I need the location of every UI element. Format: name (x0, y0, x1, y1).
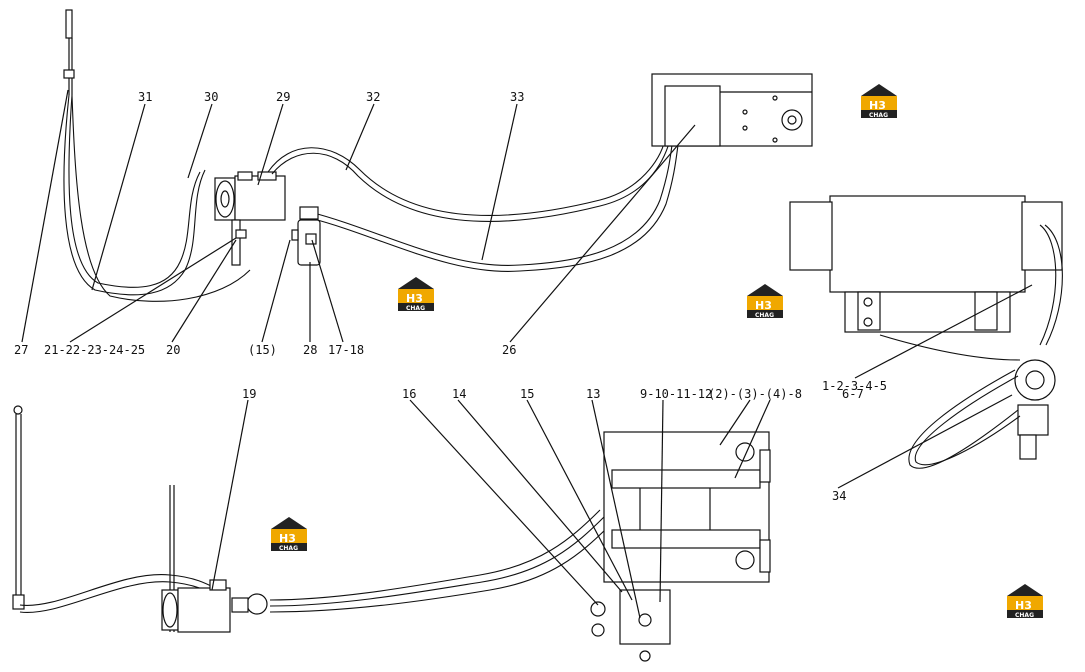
svg-text:CHAG: CHAG (279, 545, 298, 552)
label-32: 32 (366, 90, 380, 104)
label-26: 26 (502, 343, 516, 357)
mounting-rod-bottom (12, 405, 25, 610)
label-28: 28 (303, 343, 317, 357)
svg-text:H3: H3 (406, 292, 423, 305)
label-1-5: 1-2-3-4-5 (822, 379, 887, 393)
watermark-logo: H3 CHAG (271, 517, 307, 552)
svg-text:CHAG: CHAG (406, 305, 425, 312)
label-33: 33 (510, 90, 524, 104)
part-labels: 27 31 30 29 32 33 21-22-23-24-25 20 (15)… (14, 90, 887, 503)
watermark-logo: H3 CHAG (861, 84, 897, 119)
pump-assembly (908, 359, 1056, 469)
label-16: 16 (402, 387, 416, 401)
label-20: 20 (166, 343, 180, 357)
svg-text:H3: H3 (755, 299, 772, 312)
condenser-unit (789, 195, 1063, 361)
svg-text:H3: H3 (279, 532, 296, 545)
leader-lines (21, 89, 1033, 619)
svg-text:H3: H3 (869, 99, 886, 112)
watermark-logo: H3 CHAG (1007, 584, 1043, 619)
mounting-rod-top (63, 9, 75, 95)
hose-group-top-left (63, 94, 251, 302)
watermark-logo: H3 CHAG (747, 284, 783, 319)
label-15: 15 (520, 387, 534, 401)
label-29: 29 (276, 90, 290, 104)
svg-text:CHAG: CHAG (869, 112, 888, 119)
label-30: 30 (204, 90, 218, 104)
label-14: 14 (452, 387, 466, 401)
label-6-7: 6-7 (842, 387, 864, 401)
svg-text:CHAG: CHAG (755, 312, 774, 319)
receiver-drier (291, 206, 321, 266)
evaporator-bottom (590, 431, 771, 662)
label-19: 19 (242, 387, 256, 401)
compressor-bottom (161, 485, 268, 633)
label-17-18: 17-18 (328, 343, 364, 357)
compressor-top (214, 171, 286, 266)
hoses-top-long (267, 139, 679, 272)
label-21-25: 21-22-23-24-25 (44, 343, 145, 357)
label-2-8: (2)-(3)-(4)-8 (708, 387, 802, 401)
label-31: 31 (138, 90, 152, 104)
hoses-bottom (19, 509, 611, 613)
label-15-paren: (15) (248, 343, 277, 357)
watermark-logo: H3 CHAG (398, 277, 434, 312)
label-27: 27 (14, 343, 28, 357)
label-9-12: 9-10-11-12 (640, 387, 712, 401)
label-13: 13 (586, 387, 600, 401)
evaporator-top (651, 73, 813, 147)
svg-text:H3: H3 (1015, 599, 1032, 612)
svg-text:CHAG: CHAG (1015, 612, 1034, 619)
label-34: 34 (832, 489, 846, 503)
